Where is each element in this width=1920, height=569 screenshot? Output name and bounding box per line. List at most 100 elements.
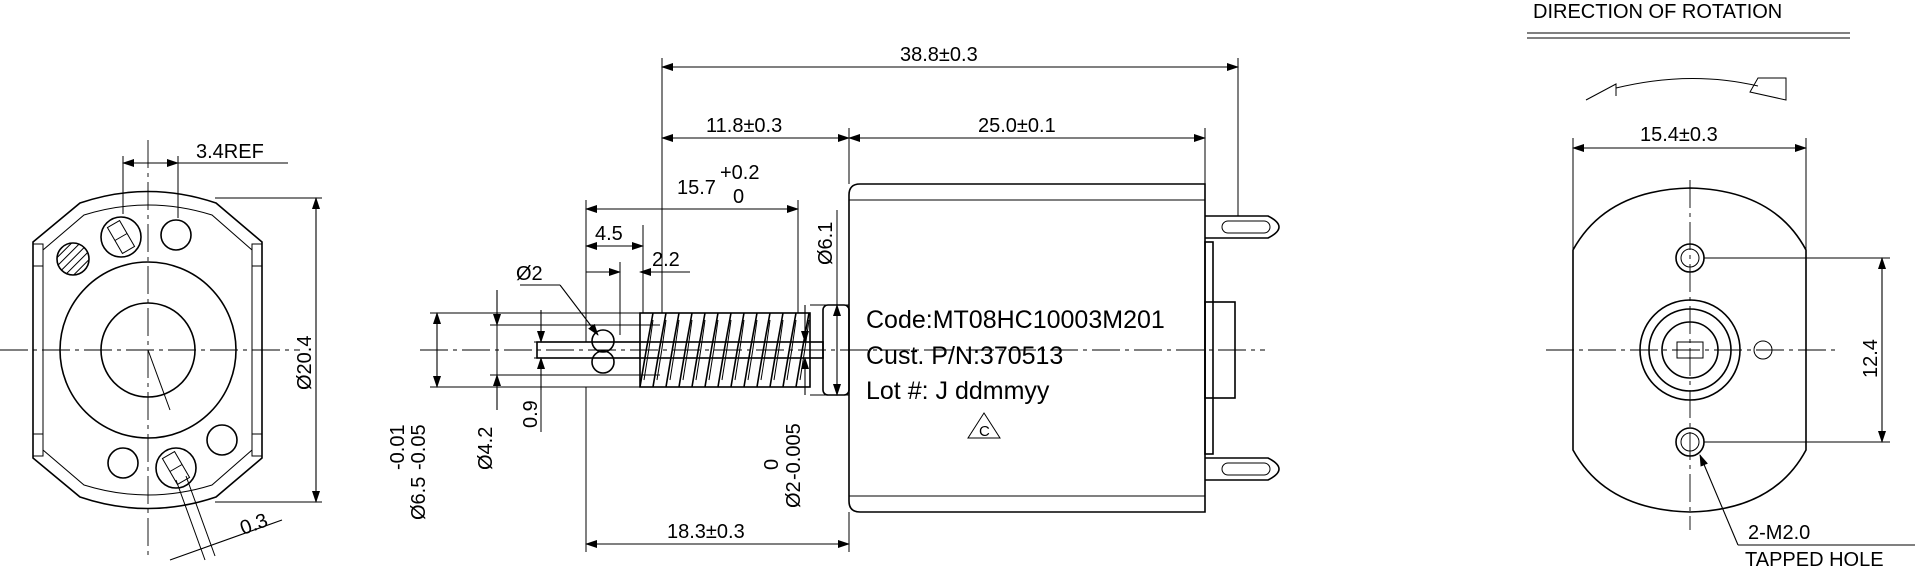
worm-thread-line — [795, 312, 810, 388]
worm-envelope — [639, 312, 811, 388]
dim-12-4-label: 12.4 — [1860, 339, 1882, 378]
left-dim-0-3-line — [169, 519, 283, 561]
left-notch-br — [251, 433, 263, 457]
shaft-cross-hole-top — [591, 329, 615, 353]
dim-0-9-label: 0.9 — [520, 400, 542, 428]
dim-38-8-label: 38.8±0.3 — [900, 44, 978, 66]
right-boss-core — [1661, 321, 1719, 379]
worm-thread-inner-line — [695, 319, 706, 381]
left-hole-bottom-right — [206, 424, 238, 456]
shaft-cross-hole-bottom — [591, 350, 615, 374]
rotation-arrowhead-left — [1585, 83, 1617, 101]
left-dim-0-3-label: 0.3 — [237, 510, 271, 540]
label-pn: Cust. P/N:370513 — [866, 342, 1063, 370]
rotation-arc — [1615, 77, 1759, 89]
tapped-hole-leader — [1699, 454, 1739, 546]
dim-15-7-upper: +0.2 — [720, 162, 759, 184]
right-boss-inner — [1648, 308, 1732, 392]
left-hatched-hole — [56, 242, 90, 276]
dim-11-8-label: 11.8±0.3 — [706, 115, 782, 137]
dim-4-5-label: 4.5 — [595, 223, 623, 245]
dim-6-1-label: Ø6.1 — [815, 222, 837, 265]
left-diode-top — [106, 219, 136, 255]
dim-shaft-dia-base: Ø2 — [783, 481, 805, 508]
worm-thread-line — [639, 312, 654, 388]
worm-thread-inner-line — [682, 319, 693, 381]
certification-logo — [967, 412, 1001, 439]
dim-shaft-dia-lower: -0.005 — [783, 423, 805, 480]
motor-end-plate — [1204, 241, 1214, 455]
worm-thread-line — [782, 312, 797, 388]
worm-thread-line — [730, 312, 745, 388]
worm-thread-inner-line — [760, 319, 771, 381]
dim-15-7-base: 15.7 — [677, 177, 716, 199]
dim-6-5-lower: -0.05 — [408, 424, 430, 470]
left-bearing-marker — [147, 349, 171, 411]
left-hole-top-right — [160, 219, 192, 251]
left-end-view: 3.4REF Ø20.4 0.3 — [0, 140, 322, 561]
dim-15-7-lower: 0 — [733, 186, 744, 208]
left-notch-tr — [251, 243, 263, 267]
dim-15-4-label: 15.4±0.3 — [1640, 124, 1718, 146]
shaft — [536, 341, 824, 359]
worm-thread-line — [743, 312, 758, 388]
tapped-hole-bottom-inner — [1680, 432, 1700, 452]
worm-thread-inner-line — [708, 319, 719, 381]
left-bearing-outer — [59, 261, 237, 439]
left-bearing-inner — [100, 302, 196, 398]
worm-thread-line — [652, 312, 667, 388]
terminal-bottom — [1205, 457, 1280, 481]
worm-thread-inner-line — [799, 319, 810, 381]
worm-thread-line — [756, 312, 771, 388]
side-view: Code:MT08HC10003M201 Cust. P/N:370513 Lo… — [387, 44, 1280, 552]
dim-shaft-dia-upper: 0 — [761, 459, 783, 470]
worm-thread-line — [678, 312, 693, 388]
right-boss-outer — [1639, 299, 1741, 401]
left-terminal-top — [100, 216, 142, 258]
dim-hole-label: Ø2 — [516, 263, 543, 285]
dim-6-5-upper: -0.01 — [387, 424, 409, 470]
left-ext-0-3-b — [185, 475, 216, 557]
left-dim-3-4-label: 3.4REF — [196, 141, 264, 163]
dim-25-0-label: 25.0±0.1 — [978, 115, 1056, 137]
worm-thread-line — [691, 312, 706, 388]
tapped-hole-note-line1: 2-M2.0 — [1748, 522, 1810, 544]
dim-2-2-label: 2.2 — [652, 249, 680, 271]
left-ext-0-3-a — [175, 479, 206, 561]
left-hole-bottom-left — [107, 447, 139, 479]
left-body-inner-outline — [42, 204, 253, 496]
right-body-outline — [1572, 187, 1807, 513]
left-notch-bl — [32, 433, 44, 457]
worm-thread-inner-line — [721, 319, 732, 381]
worm-thread-line — [769, 312, 784, 388]
dim-18-3-label: 18.3±0.3 — [667, 521, 745, 543]
right-small-hole — [1753, 340, 1773, 360]
worm-thread-line — [717, 312, 732, 388]
certification-logo-letter: C — [979, 423, 990, 440]
motor-can — [848, 183, 1206, 513]
dim-6-5-base: Ø6.5 — [408, 477, 430, 520]
tapped-hole-note-line2: TAPPED HOLE — [1745, 549, 1884, 569]
label-code: Code:MT08HC10003M201 — [866, 306, 1165, 334]
worm-thread-inner-line — [773, 319, 784, 381]
left-terminal-bottom — [155, 447, 197, 489]
tapped-hole-top-inner — [1680, 248, 1700, 268]
dim-4-2-label: Ø4.2 — [475, 427, 497, 470]
left-notch-tl — [32, 243, 44, 267]
rotation-title: DIRECTION OF ROTATION — [1533, 1, 1782, 23]
worm-thread-line — [704, 312, 719, 388]
dim-hole-leader — [559, 284, 599, 336]
worm-thread-inner-line — [786, 319, 797, 381]
left-diode-bottom — [161, 450, 191, 486]
right-boss-slot — [1676, 341, 1704, 359]
worm-thread-inner-line — [669, 319, 680, 381]
left-body-outline — [32, 190, 263, 510]
worm-thread-inner-line — [734, 319, 745, 381]
left-dim-20-4-label: Ø20.4 — [294, 336, 316, 390]
right-end-view: DIRECTION OF ROTATION 15.4±0.3 12.4 — [1527, 1, 1915, 569]
rotation-arrowhead-right — [1749, 77, 1787, 101]
label-lot: Lot #: J ddmmyy — [866, 377, 1050, 405]
worm-thread-line — [665, 312, 680, 388]
worm-thread-inner-line — [747, 319, 758, 381]
